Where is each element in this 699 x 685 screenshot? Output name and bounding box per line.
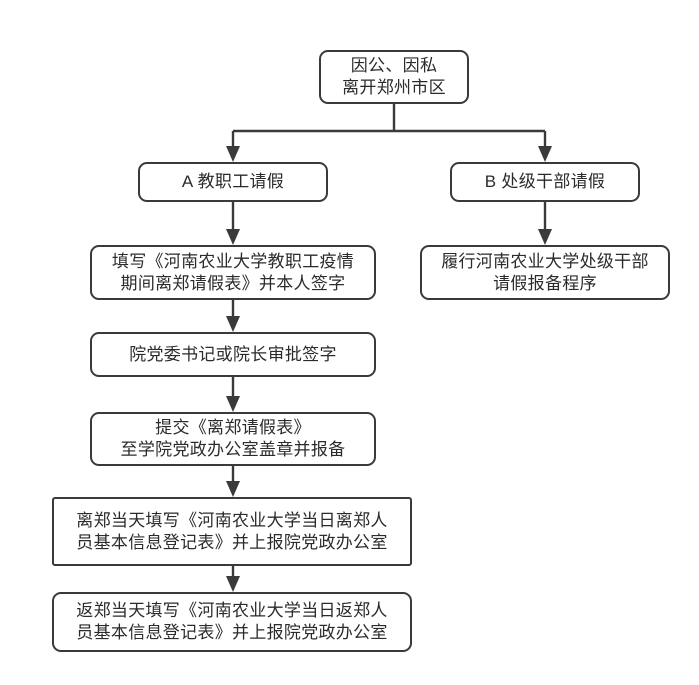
node-a-step-2[interactable]: 院党委书记或院长审批签字: [90, 332, 376, 377]
node-a-step-4[interactable]: 离郑当天填写《河南农业大学当日离郑人 员基本信息登记表》并上报院党政办公室: [52, 497, 412, 566]
arrowhead-a1: [226, 229, 240, 245]
node-b-step-1-label: 履行河南农业大学处级干部 请假报备程序: [441, 251, 649, 293]
arrowhead-branch-b: [538, 146, 552, 162]
node-a-step-5-label: 返郑当天填写《河南农业大学当日返郑人 员基本信息登记表》并上报院党政办公室: [76, 601, 388, 642]
arrowhead-a2: [226, 316, 240, 332]
node-a-step-5[interactable]: 返郑当天填写《河南农业大学当日返郑人 员基本信息登记表》并上报院党政办公室: [52, 592, 412, 652]
arrowhead-branch-a: [226, 146, 240, 162]
arrowhead-b1: [538, 229, 552, 245]
node-root[interactable]: 因公、因私 离开郑州市区: [319, 50, 469, 104]
node-root-label: 因公、因私 离开郑州市区: [342, 56, 446, 97]
node-branch-b[interactable]: B 处级干部请假: [450, 162, 640, 202]
node-branch-a-label: A 教职工请假: [181, 172, 285, 192]
arrowhead-a4: [226, 481, 240, 497]
node-a-step-3-label: 提交《离郑请假表》 至学院党政办公室盖章并报备: [120, 418, 346, 459]
arrowhead-a3: [226, 396, 240, 412]
node-a-step-3[interactable]: 提交《离郑请假表》 至学院党政办公室盖章并报备: [90, 412, 376, 466]
node-a-step-2-label: 院党委书记或院长审批签字: [129, 344, 337, 364]
node-branch-b-label: B 处级干部请假: [484, 172, 606, 192]
node-branch-a[interactable]: A 教职工请假: [138, 162, 328, 202]
node-a-step-4-label: 离郑当天填写《河南农业大学当日离郑人 员基本信息登记表》并上报院党政办公室: [76, 510, 388, 552]
node-a-step-1[interactable]: 填写《河南农业大学教职工疫情 期间离郑请假表》并本人签字: [90, 245, 376, 300]
node-b-step-1[interactable]: 履行河南农业大学处级干部 请假报备程序: [420, 245, 670, 300]
node-a-step-1-label: 填写《河南农业大学教职工疫情 期间离郑请假表》并本人签字: [111, 251, 355, 293]
arrowhead-a5: [226, 576, 240, 592]
